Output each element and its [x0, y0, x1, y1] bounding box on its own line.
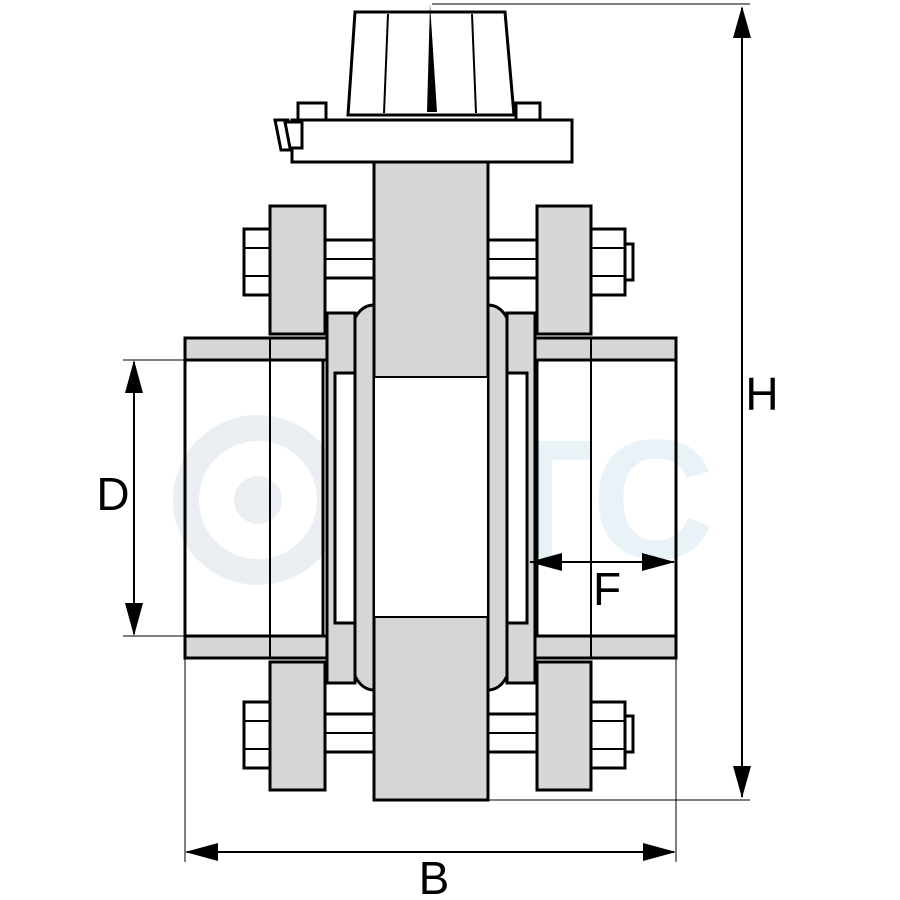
arrow-left-icon — [529, 553, 562, 571]
nut-top-right-icon — [589, 227, 627, 297]
bolt-top — [242, 227, 635, 297]
flange-top-left — [268, 204, 327, 336]
flange-bottom-right — [535, 660, 593, 792]
nut-top-left-icon — [242, 227, 272, 297]
handle-pointer-icon — [427, 4, 437, 112]
arrow-up-icon — [125, 360, 143, 393]
nut-bottom-left-icon — [242, 700, 272, 770]
bore-opening — [373, 376, 489, 618]
arrow-right-icon — [642, 553, 675, 571]
pipe-end-left — [183, 336, 337, 660]
dimension-d: D — [96, 360, 143, 636]
seal-rings — [325, 303, 537, 692]
bolt-bottom — [242, 700, 635, 770]
dimension-d-label: D — [96, 468, 129, 520]
dimension-b: B — [185, 843, 676, 900]
arrow-down-icon — [125, 603, 143, 636]
dimension-h: H — [733, 6, 779, 798]
arrow-up-icon — [733, 6, 751, 38]
arrow-down-icon — [733, 766, 751, 798]
dimension-h-label: H — [745, 368, 778, 420]
dimension-f: F — [529, 553, 675, 615]
nut-bottom-right-icon — [589, 700, 627, 770]
arrow-right-icon — [643, 843, 676, 861]
arrow-left-icon — [185, 843, 218, 861]
dimension-b-label: B — [419, 852, 450, 900]
dimension-f-label: F — [593, 563, 621, 615]
flange-bottom-left — [268, 660, 327, 792]
extension-lines — [123, 359, 750, 862]
flange-top-right — [535, 204, 593, 336]
handle-knob — [346, 3, 750, 117]
